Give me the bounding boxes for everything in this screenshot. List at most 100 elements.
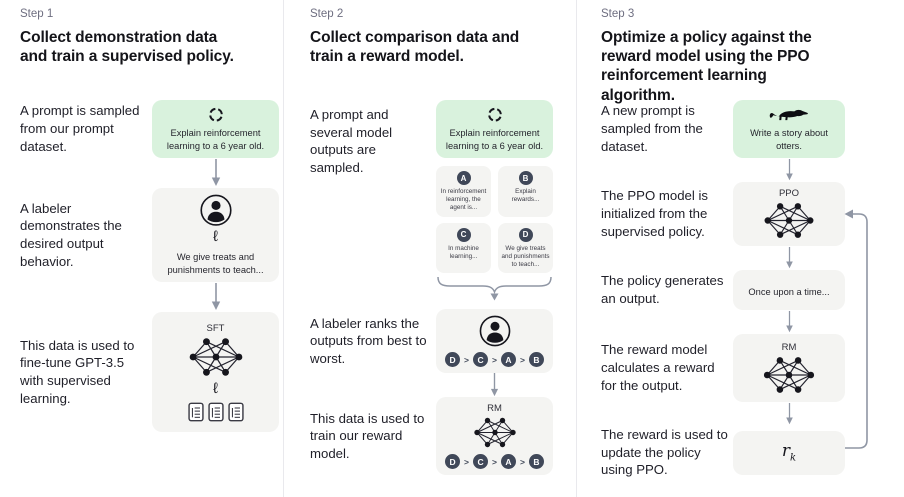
- step-2-header: Step 2 Collect comparison data and train…: [310, 8, 553, 100]
- down-arrow-icon: [784, 159, 795, 181]
- output-badge: C: [456, 227, 471, 242]
- reward-symbol: rk: [781, 441, 797, 464]
- feedback-loop-arrow: [844, 209, 868, 449]
- reward-update-row: The reward is used to update the policy …: [601, 426, 845, 479]
- new-prompt-text: A new prompt is sampled from the dataset…: [601, 103, 703, 154]
- output-text: We give treats and punishments to teach.…: [501, 244, 550, 268]
- pencil-icon: ℓ: [213, 379, 218, 397]
- rank-badge: D: [445, 352, 461, 368]
- model-output-card-c: C In machine learning...: [436, 222, 491, 274]
- rank-badge: D: [445, 454, 461, 470]
- prompt-card: Explain reinforcement learning to a 6 ye…: [436, 100, 553, 158]
- down-arrow-icon: [210, 159, 222, 187]
- policy-output-text: The policy generates an output.: [601, 273, 724, 306]
- flow-arrow-row: [601, 402, 845, 426]
- reward-model-train-text: This data is used to train our reward mo…: [310, 410, 425, 461]
- output-badge: B: [518, 171, 533, 185]
- down-arrow-icon: [210, 283, 222, 311]
- rank-separator: >: [464, 354, 470, 365]
- ppo-init-text: The PPO model is initialized from the su…: [601, 188, 709, 239]
- step-1-column: Step 1 Collect demonstration data and tr…: [0, 0, 284, 497]
- output-badge: A: [456, 171, 471, 185]
- output-text: In reinforcement learning, the agent is.…: [440, 188, 487, 212]
- model-outputs-grid: A In reinforcement learning, the agent i…: [436, 166, 553, 274]
- step-2-column: Step 2 Collect comparison data and train…: [284, 0, 577, 497]
- ppo-label: PPO: [778, 188, 800, 199]
- labeler-person-icon: [196, 194, 236, 226]
- labeler-demo-text: A labeler demonstrates the desired outpu…: [20, 200, 122, 269]
- neural-network-icon: [761, 355, 817, 395]
- bundle-brace-arrow: [436, 275, 553, 301]
- down-arrow-icon: [784, 311, 795, 333]
- dashed-cycle-icon: [206, 106, 226, 123]
- step-label: Step 1: [20, 8, 54, 20]
- flow-arrow-row: [601, 310, 845, 334]
- rm-label: RM: [781, 341, 797, 353]
- prompt-card-text: Explain reinforcement learning to a 6 ye…: [445, 128, 544, 151]
- ppo-init-row: The PPO model is initialized from the su…: [601, 182, 845, 246]
- labeler-person-icon: [476, 315, 514, 347]
- labeler-ranking-text: A labeler ranks the outputs from best to…: [310, 315, 427, 366]
- neural-network-icon: [468, 416, 522, 449]
- model-output-card-b: B Explain rewards...: [498, 166, 553, 217]
- rank-separator: >: [519, 354, 525, 365]
- document-pages-icon: [188, 402, 244, 422]
- down-arrow-icon: [489, 373, 500, 397]
- rank-separator: >: [519, 456, 525, 467]
- reward-model-train-row: This data is used to train our reward mo…: [310, 397, 553, 476]
- otter-icon: [766, 106, 812, 123]
- rm-label: RM: [487, 403, 502, 415]
- prompt-sampling-text: A prompt is sampled from our prompt data…: [20, 103, 140, 154]
- prompt-card: Explain reinforcement learning to a 6 ye…: [152, 100, 279, 158]
- rank-badge: C: [473, 352, 489, 368]
- new-prompt-row: A new prompt is sampled from the dataset…: [601, 100, 845, 158]
- labeler-card-text: We give treats and punishments to teach.…: [167, 252, 264, 275]
- labeler-demo-row: A labeler demonstrates the desired outpu…: [20, 188, 279, 282]
- reward-calc-row: The reward model calculates a reward for…: [601, 334, 845, 402]
- rank-separator: >: [464, 456, 470, 467]
- step-3-column: Step 3 Optimize a policy against the rew…: [577, 0, 904, 497]
- prompt-sampling-row: A prompt is sampled from our prompt data…: [20, 100, 279, 158]
- reward-value-card: rk: [733, 430, 845, 475]
- generated-output-text: Once upon a time...: [748, 286, 830, 297]
- neural-network-icon: [187, 336, 245, 378]
- down-arrow-icon: [784, 247, 795, 269]
- sft-model-card: SFT ℓ: [152, 312, 279, 432]
- rank-badge: B: [528, 454, 544, 470]
- step-title: Optimize a policy against the reward mod…: [601, 29, 812, 104]
- ranking-card: D > C > A > B: [436, 309, 553, 374]
- step-3-header: Step 3 Optimize a policy against the rew…: [601, 8, 845, 104]
- reward-model-card: RM: [733, 334, 845, 402]
- ranking-order: D > C > A > B: [445, 454, 544, 470]
- prompt-card-text: Explain reinforcement learning to a 6 ye…: [166, 128, 265, 151]
- finetune-text: This data is used to fine-tune GPT-3.5 w…: [20, 337, 135, 406]
- rank-separator: >: [492, 456, 497, 467]
- step-1-header: Step 1 Collect demonstration data and tr…: [20, 8, 279, 100]
- reward-update-text: The reward is used to update the policy …: [601, 427, 728, 478]
- down-arrow-icon: [784, 403, 795, 425]
- reward-model-card: RM D > C > A > B: [436, 397, 553, 476]
- flow-arrow-row: [20, 158, 279, 188]
- flow-arrow-row: [601, 246, 845, 270]
- output-text: In machine learning...: [448, 244, 479, 260]
- output-badge: D: [518, 227, 533, 242]
- prompt-card: Write a story about otters.: [733, 100, 845, 158]
- neural-network-icon: [761, 201, 817, 240]
- rank-badge: B: [528, 352, 544, 368]
- ranking-order: D > C > A > B: [445, 352, 544, 368]
- policy-output-row: The policy generates an output. Once upo…: [601, 270, 845, 310]
- comparison-sampling-text: A prompt and several model outputs are s…: [310, 107, 393, 176]
- output-text: Explain rewards...: [511, 188, 540, 204]
- rank-badge: A: [500, 352, 516, 368]
- model-output-card-a: A In reinforcement learning, the agent i…: [436, 166, 491, 217]
- pencil-icon: ℓ: [213, 228, 218, 246]
- step-title: Collect demonstration data and train a s…: [20, 29, 234, 66]
- model-output-card-d: D We give treats and punishments to teac…: [498, 222, 553, 274]
- rank-separator: >: [492, 354, 497, 365]
- rank-badge: A: [500, 454, 516, 470]
- generated-output-card: Once upon a time...: [733, 270, 845, 310]
- dashed-cycle-icon: [485, 106, 505, 123]
- step-label: Step 2: [310, 8, 344, 20]
- comparison-sampling-row: A prompt and several model outputs are s…: [310, 100, 553, 301]
